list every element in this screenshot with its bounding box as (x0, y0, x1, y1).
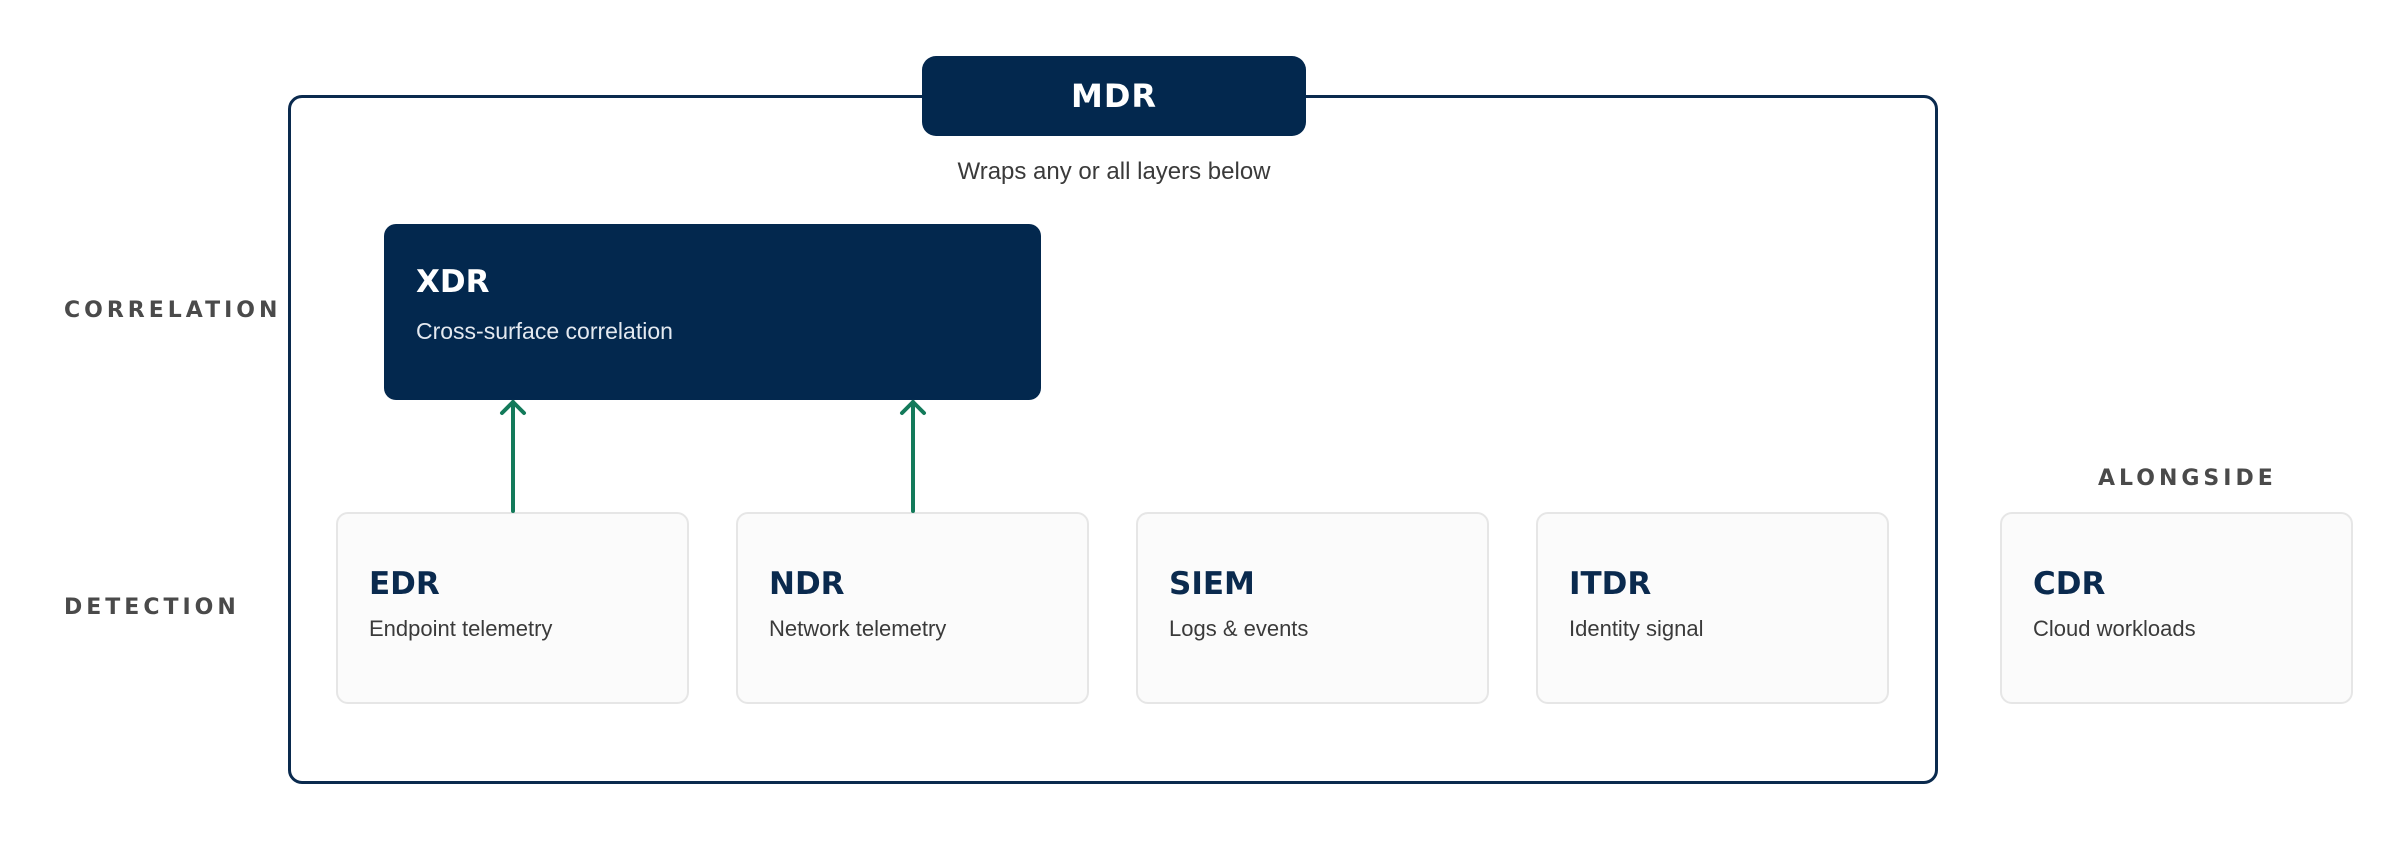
card-cdr-title: CDR (2033, 566, 2106, 602)
row-label-correlation: CORRELATION (64, 298, 282, 323)
card-itdr-description: Identity signal (1569, 616, 1704, 641)
mdr-title-pill: MDR (922, 56, 1306, 136)
card-ndr-description: Network telemetry (769, 616, 947, 641)
xdr-title: XDR (416, 264, 490, 300)
card-ndr-title: NDR (769, 566, 845, 602)
mdr-subtitle: Wraps any or all layers below (957, 158, 1271, 185)
card-cdr-description: Cloud workloads (2033, 616, 2196, 641)
card-siem-title: SIEM (1169, 566, 1255, 602)
card-itdr: ITDR Identity signal (1536, 512, 1889, 704)
card-itdr-title: ITDR (1569, 566, 1652, 602)
card-siem-description: Logs & events (1169, 616, 1309, 641)
card-ndr: NDR Network telemetry (736, 512, 1089, 704)
card-edr-title: EDR (369, 566, 440, 602)
card-edr-description: Endpoint telemetry (369, 616, 553, 641)
card-edr: EDR Endpoint telemetry (336, 512, 689, 704)
row-label-alongside: ALONGSIDE (2098, 466, 2277, 491)
row-label-detection: DETECTION (64, 595, 240, 620)
xdr-description: Cross-surface correlation (416, 318, 673, 344)
xdr-box: XDR Cross-surface correlation (384, 224, 1041, 400)
card-siem: SIEM Logs & events (1136, 512, 1489, 704)
card-cdr: CDR Cloud workloads (2000, 512, 2353, 704)
